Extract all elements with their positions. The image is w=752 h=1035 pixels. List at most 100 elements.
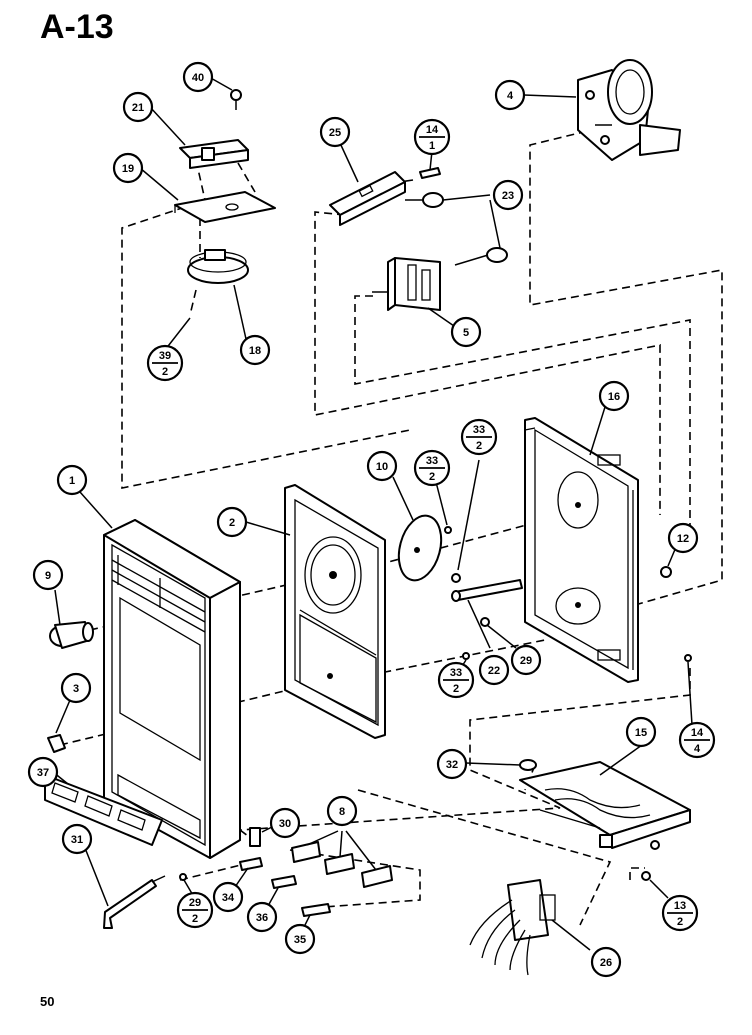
- callout-c16: 16: [598, 380, 630, 412]
- callout-circle: [284, 923, 316, 955]
- callout-circle: [27, 756, 59, 788]
- leader-lines: [52, 76, 693, 951]
- rear-panel: [524, 417, 639, 683]
- callout-circle: [492, 179, 524, 211]
- callout-c12: 12: [667, 522, 699, 554]
- small-screws: [444, 526, 692, 662]
- callout-c21: 21: [122, 91, 154, 123]
- callout-text: 40: [192, 72, 204, 84]
- callout-c19: 19: [112, 152, 144, 184]
- callout-c40: 40: [182, 61, 214, 93]
- callout-c2: 2: [216, 506, 248, 538]
- callout-text: 35: [294, 934, 306, 946]
- callout-text: 29: [520, 655, 532, 667]
- callout-text: 18: [249, 345, 261, 357]
- callout-text: 37: [37, 767, 49, 779]
- callout-c14a: 141: [413, 118, 451, 156]
- callout-c35: 35: [284, 923, 316, 955]
- callout-circle: [239, 334, 271, 366]
- callout-top: 14: [426, 124, 439, 136]
- callout-c36: 36: [246, 901, 278, 933]
- callout-text: 32: [446, 759, 458, 771]
- callout-text: 19: [122, 163, 134, 175]
- callout-c31: 31: [61, 823, 93, 855]
- callout-circle: [326, 795, 358, 827]
- callout-circle: [216, 506, 248, 538]
- callout-c33a: 332: [413, 449, 451, 487]
- back-plate: [284, 484, 386, 739]
- callout-text: 15: [635, 727, 647, 739]
- blower-motor: [577, 59, 681, 161]
- callout-text: 25: [329, 127, 341, 139]
- callout-c30: 30: [269, 807, 301, 839]
- callout-bottom: 4: [694, 743, 701, 755]
- page-title: A-13: [40, 8, 114, 46]
- callout-c9: 9: [32, 559, 64, 591]
- callout-c26: 26: [590, 946, 622, 978]
- callout-text: 12: [677, 533, 689, 545]
- switch-bracket: [329, 171, 406, 226]
- callout-circle: [450, 316, 482, 348]
- callout-text: 2: [229, 517, 235, 529]
- callout-text: 30: [279, 818, 291, 830]
- callout-text: 16: [608, 391, 620, 403]
- screw-40: [230, 89, 242, 110]
- page-number: 50: [40, 994, 55, 1009]
- callout-text: 3: [73, 683, 79, 695]
- callout-c22: 22: [478, 654, 510, 686]
- callout-text: 8: [339, 806, 345, 818]
- callout-circle: [598, 380, 630, 412]
- callout-circle: [510, 644, 542, 676]
- callout-circle: [436, 748, 468, 780]
- callout-circle: [60, 672, 92, 704]
- callout-c15: 15: [625, 716, 657, 748]
- callout-c33b: 332: [460, 418, 498, 456]
- callout-c18: 18: [239, 334, 271, 366]
- top-bracket: [179, 139, 249, 169]
- callout-c34: 34: [212, 881, 244, 913]
- callout-circle: [32, 559, 64, 591]
- callout-text: 10: [376, 461, 388, 473]
- callout-circle: [590, 946, 622, 978]
- callout-top: 13: [674, 900, 686, 912]
- callout-bottom: 1: [429, 140, 435, 152]
- callout-c8: 8: [326, 795, 358, 827]
- callout-c33c: 332: [437, 661, 475, 699]
- callout-c32: 32: [436, 748, 468, 780]
- callout-text: 34: [222, 892, 235, 904]
- callout-c25: 25: [319, 116, 351, 148]
- callout-text: 21: [132, 102, 144, 114]
- callout-circle: [269, 807, 301, 839]
- screw-13: [641, 871, 651, 881]
- callout-circle: [478, 654, 510, 686]
- callout-circle: [667, 522, 699, 554]
- callout-text: 9: [45, 570, 51, 582]
- mounting-plate: [174, 191, 276, 223]
- callout-circle: [319, 116, 351, 148]
- burner-tray: [519, 761, 691, 850]
- callout-top: 29: [189, 897, 201, 909]
- callout-text: 26: [600, 957, 612, 969]
- callout-c37: 37: [27, 756, 59, 788]
- callout-top: 14: [691, 727, 704, 739]
- small-fitting: [47, 734, 66, 753]
- callout-c13: 132: [661, 894, 699, 932]
- callout-bottom: 2: [453, 683, 459, 695]
- rod-31: [103, 875, 166, 929]
- control-knob: [49, 621, 94, 649]
- callout-circle: [366, 450, 398, 482]
- callout-top: 33: [473, 424, 485, 436]
- callout-text: 22: [488, 665, 500, 677]
- callout-text: 4: [507, 90, 514, 102]
- grille-strip: [44, 774, 163, 846]
- callout-c1: 1: [56, 464, 88, 496]
- wire-harness: [469, 879, 556, 976]
- callout-text: 36: [256, 912, 268, 924]
- screw-14: [419, 167, 441, 179]
- callout-c3: 3: [60, 672, 92, 704]
- callout-bottom: 2: [162, 366, 168, 378]
- nut-32: [519, 759, 537, 771]
- callout-text: 31: [71, 834, 83, 846]
